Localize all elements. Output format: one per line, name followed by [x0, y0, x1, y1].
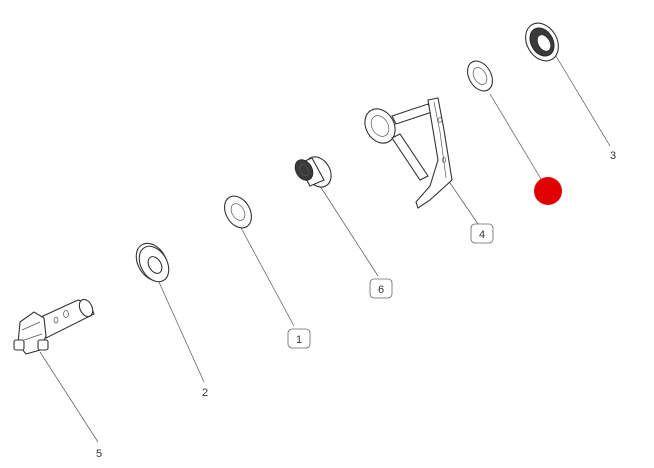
part-4-lever [364, 97, 453, 209]
leader-red [489, 93, 545, 185]
callout-label-3: 3 [610, 150, 616, 162]
part-6-bushing [294, 156, 332, 188]
part-washer-red-highlight [467, 60, 493, 92]
callout-label-1: 1 [296, 334, 302, 346]
leader-3 [555, 55, 611, 147]
leader-lines [39, 55, 611, 443]
callout-label-4: 4 [479, 229, 485, 241]
callout-box-6 [369, 278, 393, 299]
callout-6: 6 [369, 278, 393, 299]
callout-3: 3 [610, 150, 616, 162]
callout-box-1 [287, 328, 311, 349]
leader-6 [319, 185, 379, 277]
part-5-shaft [13, 298, 95, 355]
leader-2 [157, 279, 205, 383]
leader-5 [39, 351, 99, 443]
callout-4: 4 [470, 223, 494, 244]
part-2-seal [135, 242, 170, 283]
callout-label-6: 6 [378, 284, 384, 296]
callout-1: 1 [287, 328, 311, 349]
leader-1 [239, 225, 295, 327]
part-1-washer [224, 195, 252, 229]
part-3-bearing [525, 22, 559, 62]
callout-label-5: 5 [96, 448, 102, 460]
leader-4 [447, 179, 479, 225]
callout-label-2: 2 [202, 387, 208, 399]
callout-box-4 [470, 223, 494, 244]
red-dot [534, 177, 562, 205]
callout-5: 5 [96, 448, 102, 460]
callout-2: 2 [202, 387, 208, 399]
